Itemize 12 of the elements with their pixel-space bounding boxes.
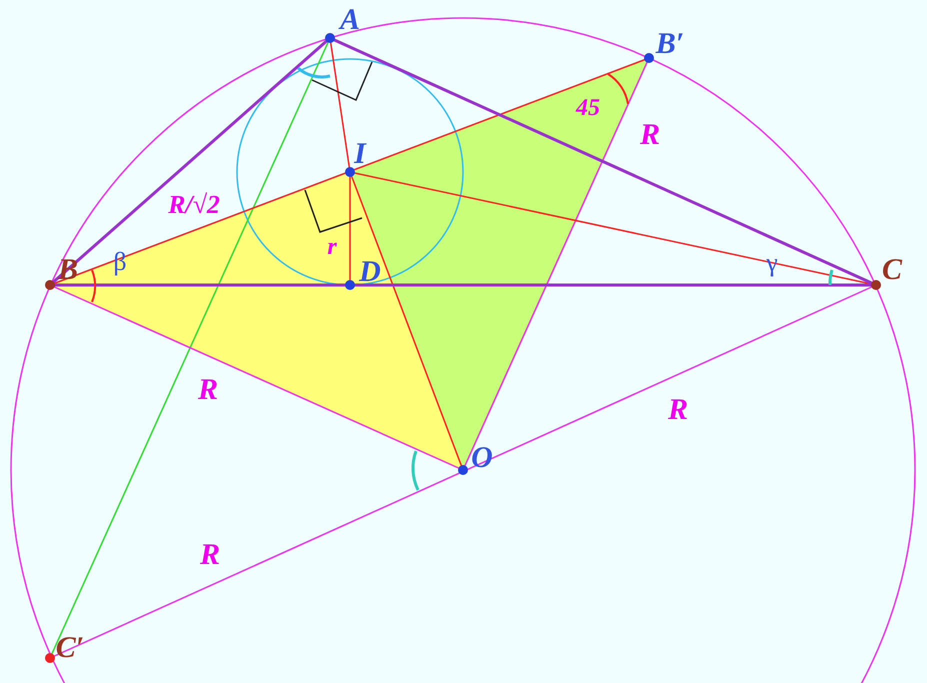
side-length-label: R bbox=[198, 375, 218, 405]
angle-label: 45 bbox=[576, 96, 600, 120]
side-length-label: R bbox=[668, 395, 688, 425]
point-label: A bbox=[340, 5, 360, 35]
point-label: I bbox=[354, 139, 366, 169]
side-length-label: R bbox=[640, 120, 660, 150]
side-length-label: R bbox=[200, 540, 220, 570]
side-length-label: r bbox=[327, 235, 337, 259]
point-label: B′ bbox=[656, 29, 684, 59]
point-label: D bbox=[359, 257, 381, 287]
side-length-label: R/√2 bbox=[168, 192, 220, 218]
point-label: C bbox=[882, 255, 902, 285]
